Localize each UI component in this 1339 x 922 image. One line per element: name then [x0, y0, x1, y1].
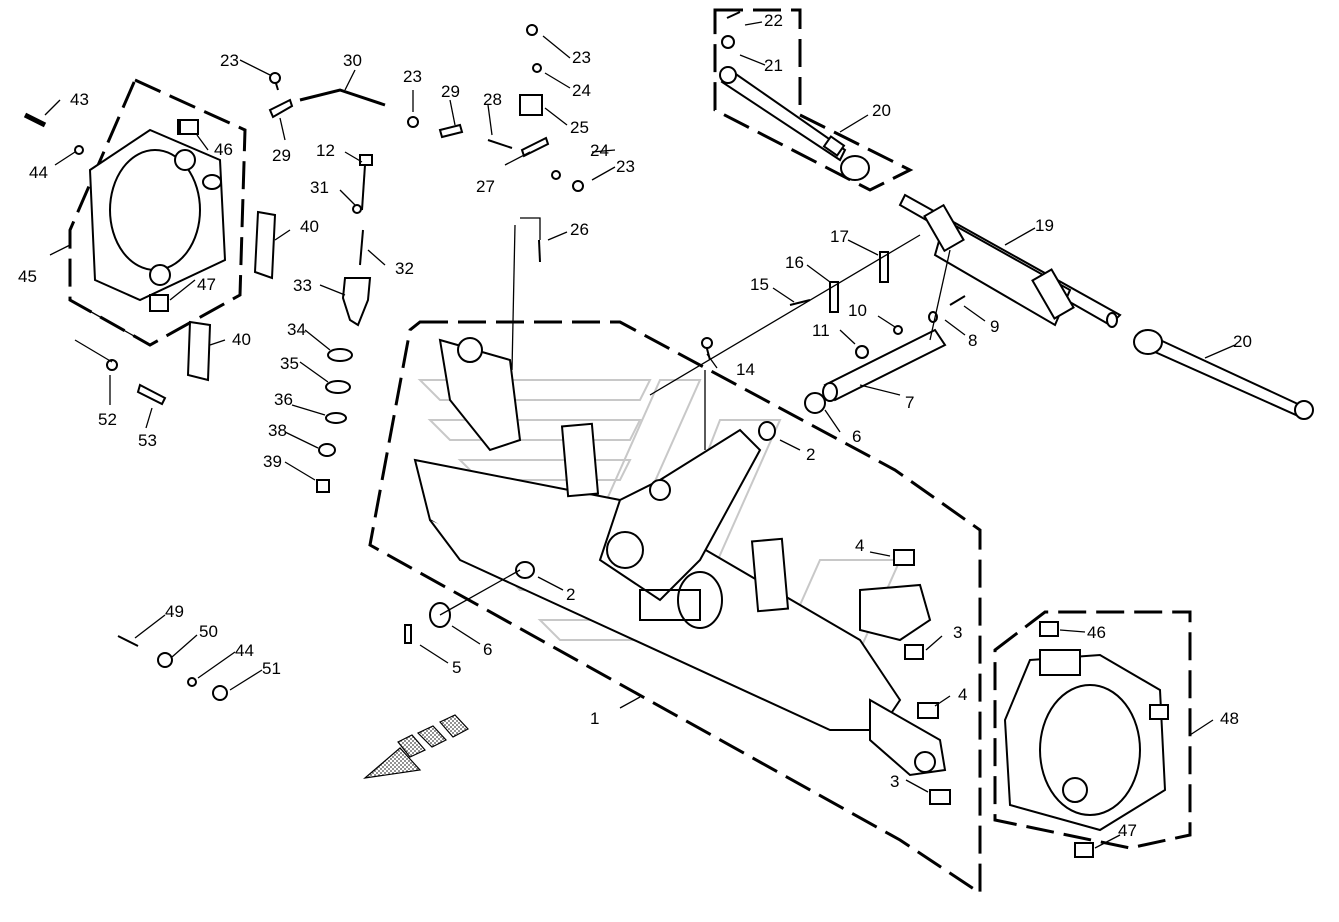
pivot-pin [822, 328, 947, 402]
callout-7: 7 [905, 393, 914, 412]
callout-40: 40 [300, 217, 319, 236]
plate-40-lower [186, 320, 212, 382]
front-axle-housing [413, 337, 947, 777]
callout-23: 23 [616, 157, 635, 176]
callout-20: 20 [872, 101, 891, 120]
bushing-47-left [149, 294, 169, 312]
callout-27: 27 [476, 177, 495, 196]
callout-45: 45 [18, 267, 37, 286]
callout-23: 23 [403, 67, 422, 86]
callout-31: 31 [310, 178, 329, 197]
leader-lines [44, 21, 1236, 849]
callout-33: 33 [293, 276, 312, 295]
callout-3: 3 [890, 772, 899, 791]
callout-46: 46 [1087, 623, 1106, 642]
callout-38: 38 [268, 421, 287, 440]
callout-10: 10 [848, 301, 867, 320]
callout-20: 20 [1233, 332, 1252, 351]
callout-49: 49 [165, 602, 184, 621]
callout-48: 48 [1220, 709, 1239, 728]
callout-24: 24 [572, 81, 591, 100]
callout-43: 43 [70, 90, 89, 109]
callout-29: 29 [441, 82, 460, 101]
callout-53: 53 [138, 431, 157, 450]
callout-40: 40 [232, 330, 251, 349]
callout-12: 12 [316, 141, 335, 160]
callout-2: 2 [566, 585, 575, 604]
callout-labels: 1 2 2 3 3 4 4 5 6 6 7 8 9 10 11 12 14 15… [18, 11, 1252, 840]
callout-8: 8 [968, 331, 977, 350]
callout-19: 19 [1035, 216, 1054, 235]
callout-4: 4 [855, 536, 864, 555]
callout-3: 3 [953, 623, 962, 642]
outline-axle [368, 320, 982, 896]
small-parts [23, 11, 1094, 858]
callout-25: 25 [570, 118, 589, 137]
callout-44: 44 [235, 641, 254, 660]
steering-cylinder [898, 193, 1122, 328]
callout-6: 6 [483, 640, 492, 659]
outline-right-bracket [993, 610, 1192, 850]
callout-14: 14 [736, 360, 755, 379]
callout-30: 30 [343, 51, 362, 70]
callout-24: 24 [590, 141, 609, 160]
callout-50: 50 [199, 622, 218, 641]
callout-23: 23 [220, 51, 239, 70]
callout-16: 16 [785, 253, 804, 272]
callout-2: 2 [806, 445, 815, 464]
callout-47: 47 [1118, 821, 1137, 840]
callout-29: 29 [272, 146, 291, 165]
callout-21: 21 [764, 56, 783, 75]
callout-1: 1 [590, 709, 599, 728]
callout-6: 6 [852, 427, 861, 446]
forward-direction-arrow [363, 714, 469, 779]
callout-4: 4 [958, 685, 967, 704]
callout-36: 36 [274, 390, 293, 409]
bushing-46-left [179, 119, 199, 135]
tie-rod-lower [1133, 329, 1314, 420]
outline-tie-rod-top [713, 8, 914, 192]
callout-11: 11 [812, 321, 830, 340]
callout-23: 23 [572, 48, 591, 67]
callout-22: 22 [764, 11, 783, 30]
callout-34: 34 [287, 320, 306, 339]
callout-9: 9 [990, 317, 999, 336]
callout-46: 46 [214, 140, 233, 159]
tie-rod-upper [719, 66, 870, 181]
callout-17: 17 [830, 227, 849, 246]
callout-39: 39 [263, 452, 282, 471]
callout-52: 52 [98, 410, 117, 429]
callout-32: 32 [395, 259, 414, 278]
callout-47: 47 [197, 275, 216, 294]
right-swivel-bracket [1003, 649, 1169, 832]
callout-44: 44 [29, 163, 48, 182]
callout-35: 35 [280, 354, 299, 373]
callout-28: 28 [483, 90, 502, 109]
callout-5: 5 [452, 658, 461, 677]
callout-15: 15 [750, 275, 769, 294]
plate-40-upper [253, 210, 277, 280]
group-outlines [68, 8, 1192, 896]
callout-26: 26 [570, 220, 589, 239]
callout-51: 51 [262, 659, 281, 678]
left-swivel-bracket [88, 119, 227, 302]
